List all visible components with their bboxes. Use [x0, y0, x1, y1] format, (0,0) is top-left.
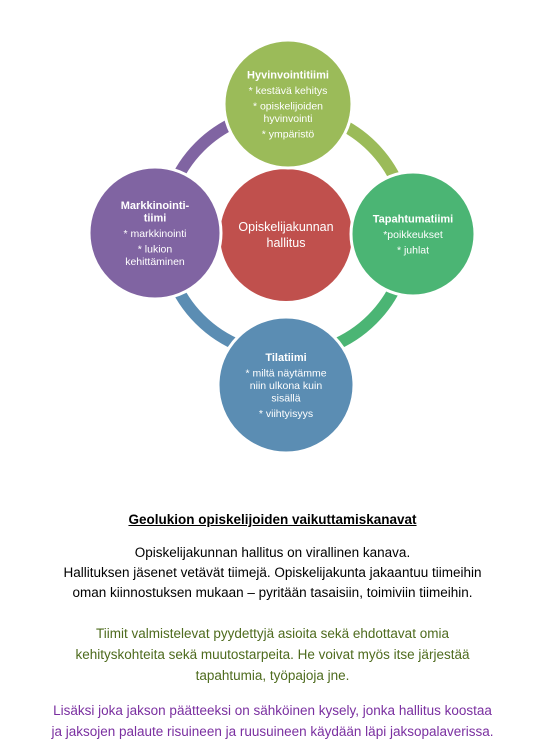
node-item: niin ulkona kuin: [250, 380, 323, 392]
node-circle: [216, 315, 356, 455]
paragraph-official-channel-line: Hallituksen jäsenet vetävät tiimejä. Opi…: [63, 565, 482, 580]
node-item: hyvinvointi: [263, 113, 312, 125]
paragraph-team-work-line: Tiimit valmistelevat pyydettyjä asioita …: [96, 626, 449, 641]
paragraph-official-channel: Opiskelijakunnan hallitus on virallinen …: [0, 543, 545, 603]
node-item: kehittäminen: [125, 256, 185, 268]
node-circle: [349, 170, 477, 298]
paragraph-official-channel-line: Opiskelijakunnan hallitus on virallinen …: [134, 545, 411, 560]
center-label: Opiskelijakunnan: [238, 220, 333, 234]
node-item: *poikkeukset: [383, 229, 443, 241]
section-heading: Geolukion opiskelijoiden vaikuttamiskana…: [128, 512, 417, 527]
node-title: Tilatiimi: [265, 352, 306, 364]
center-circle: [220, 169, 352, 301]
team-cycle-diagram: Opiskelijakunnan hallitus Hyvinvointitiim…: [87, 38, 477, 455]
node-item: * markkinointi: [123, 228, 186, 240]
node-item: * viihtyisyys: [259, 408, 313, 420]
node-circle: [222, 38, 354, 170]
node-title: Hyvinvointitiimi: [247, 70, 329, 82]
paragraph-team-work-line: kehityskohteita sekä muutostarpeita. He …: [75, 647, 470, 662]
node-item: sisällä: [271, 393, 300, 405]
node-item: * kestävä kehitys: [249, 85, 328, 97]
team-nodes: Hyvinvointitiimi * kestävä kehitys * opisk…: [87, 38, 477, 455]
center-node-opiskelijakunnan-hallitus: Opiskelijakunnan hallitus: [220, 169, 352, 301]
node-item: * lukion: [138, 244, 173, 256]
node-item: * opiskelijoiden: [253, 101, 323, 113]
node-item: * ympäristö: [262, 129, 315, 141]
node-title: Markkinointi-: [121, 200, 190, 212]
node-item: * juhlat: [397, 245, 429, 257]
paragraph-feedback: Lisäksi joka jakson päätteeksi on sähköi…: [0, 700, 545, 742]
node-tapahtumatiimi: Tapahtumatiimi *poikkeukset * juhlat: [349, 170, 477, 298]
node-circle: [87, 165, 223, 301]
paragraph-team-work: Tiimit valmistelevat pyydettyjä asioita …: [0, 623, 545, 686]
paragraph-feedback-line: Lisäksi joka jakson päätteeksi on sähköi…: [53, 703, 492, 718]
paragraph-feedback-line: ja jaksojen palaute risuineen ja ruusuin…: [51, 724, 494, 739]
paragraph-team-work-line: tapahtumia, työpajoja jne.: [195, 668, 350, 683]
node-title: Tapahtumatiimi: [373, 214, 453, 226]
node-markkinointitiimi: Markkinointi-tiimi * markkinointi * lukion…: [87, 165, 223, 301]
center-label: hallitus: [267, 236, 306, 250]
node-hyvinvointitiimi: Hyvinvointitiimi * kestävä kehitys * opisk…: [222, 38, 354, 170]
paragraph-official-channel-line: oman kiinnostuksen mukaan – pyritään tas…: [72, 585, 473, 600]
node-item: * miltä näytämme: [245, 368, 326, 380]
node-title: tiimi: [144, 213, 167, 225]
